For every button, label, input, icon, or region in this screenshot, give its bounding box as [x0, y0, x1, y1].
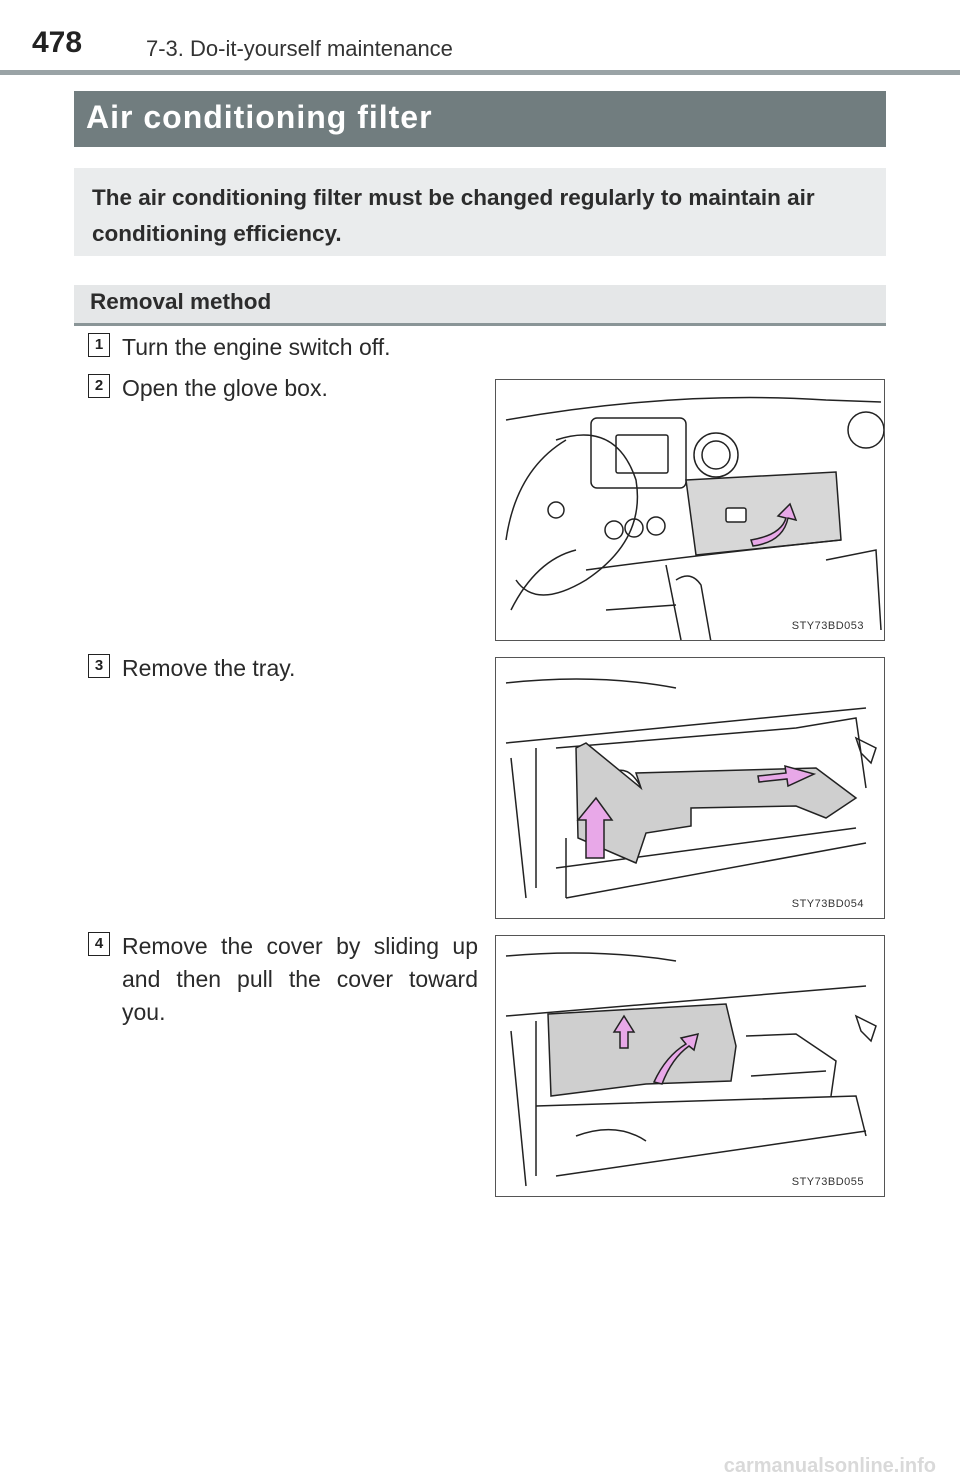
step-text-2: Open the glove box. — [122, 375, 328, 401]
figure-glove-box: STY73BD053 — [495, 379, 885, 641]
intro-box: The air conditioning filter must be chan… — [74, 168, 886, 256]
cover-illustration — [505, 952, 877, 1187]
step-number-2: 2 — [88, 374, 110, 398]
subheading-bar: Removal method — [74, 285, 886, 326]
figure-code: STY73BD053 — [791, 620, 864, 632]
figure-remove-cover: STY73BD055 — [495, 935, 885, 1197]
step-number-4: 4 — [88, 932, 110, 956]
header-divider — [0, 70, 960, 75]
subheading: Removal method — [90, 289, 272, 314]
figure-code: STY73BD054 — [791, 898, 864, 910]
page-title: Air conditioning filter — [86, 99, 433, 135]
page-title-banner: Air conditioning filter — [74, 91, 886, 147]
figure-remove-tray: STY73BD054 — [495, 657, 885, 919]
tray-illustration — [505, 678, 877, 899]
step-text-3: Remove the tray. — [122, 655, 296, 681]
figure-code: STY73BD055 — [791, 1176, 864, 1188]
intro-text: The air conditioning filter must be chan… — [92, 185, 815, 246]
dashboard-illustration — [505, 396, 884, 640]
section-title: 7-3. Do-it-yourself maintenance — [146, 36, 453, 61]
page-number: 478 — [32, 26, 83, 59]
step-number-1: 1 — [88, 333, 110, 357]
step-number-3: 3 — [88, 654, 110, 678]
step-text-4: Remove the cover by sliding up and then … — [122, 933, 478, 1025]
step-text-1: Turn the engine switch off. — [122, 334, 391, 360]
page-header: 478 7-3. Do-it-yourself maintenance — [0, 0, 960, 78]
watermark: carmanualsonline.info — [723, 1455, 936, 1477]
